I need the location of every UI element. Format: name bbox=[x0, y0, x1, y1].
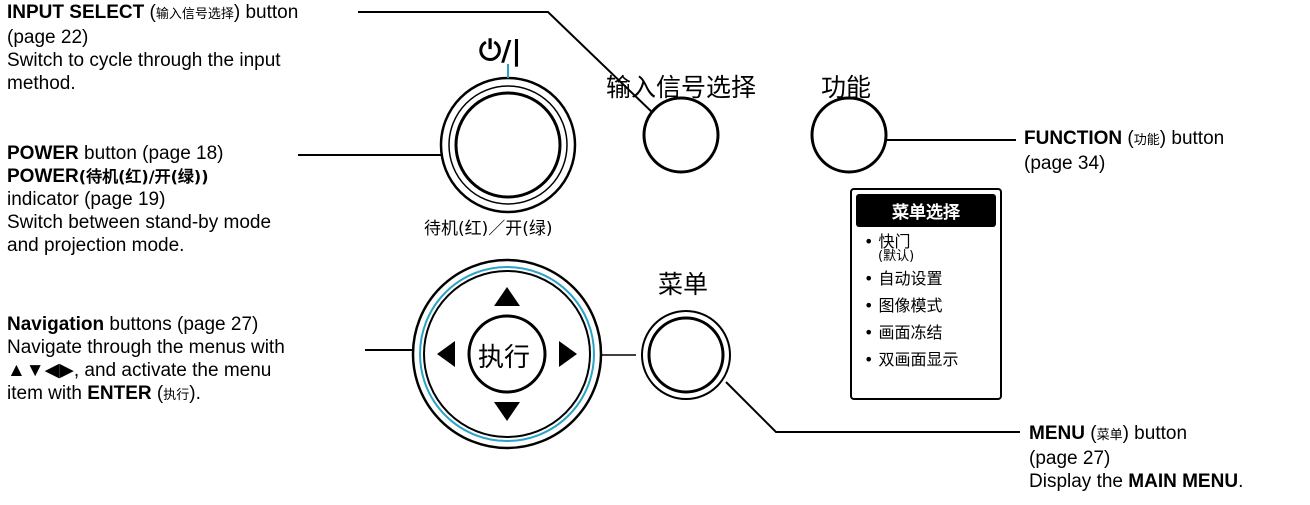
callout-input-select: INPUT SELECT (输入信号选择) button (page 22) S… bbox=[7, 2, 299, 94]
input-select-label: 输入信号选择 bbox=[606, 73, 757, 102]
function-title: FUNCTION bbox=[1024, 128, 1123, 149]
enter-button[interactable] bbox=[467, 314, 547, 394]
menu-suffix: ) button bbox=[1122, 423, 1188, 444]
menu-desc-bold: MAIN MENU bbox=[1128, 471, 1239, 492]
input-select-page: (page 22) bbox=[7, 27, 89, 48]
function-cjk: 功能 bbox=[1133, 133, 1160, 148]
navigation-desc-3-prefix: item with bbox=[7, 383, 88, 404]
power-title: POWER bbox=[7, 143, 79, 164]
power-title-suffix: button (page 18) bbox=[78, 143, 224, 164]
menu-desc-suffix: . bbox=[1238, 471, 1244, 492]
menu-cjk: 菜单 bbox=[1096, 428, 1123, 443]
leader-input-select bbox=[358, 11, 656, 116]
menu-item-freeze: 画面冻结 bbox=[852, 322, 1000, 344]
menu-item-default-note: (默认) bbox=[878, 249, 915, 264]
navigation-arrows: ▲▼◀▶ bbox=[7, 360, 74, 381]
menu-item-shutter: 快门 bbox=[852, 231, 1000, 253]
function-page: (page 34) bbox=[1024, 153, 1106, 174]
power-indicator-page: indicator (page 19) bbox=[7, 189, 166, 210]
navigation-desc-1: Navigate through the menus with bbox=[7, 337, 285, 358]
menu-page: (page 27) bbox=[1029, 448, 1111, 469]
callout-navigation: Navigation buttons (page 27) Navigate th… bbox=[7, 314, 285, 404]
navigation-desc-3-suffix: ). bbox=[189, 383, 201, 404]
callout-menu: MENU (菜单) button (page 27) Display the M… bbox=[1029, 423, 1244, 492]
menu-label: 菜单 bbox=[658, 270, 709, 299]
input-select-cjk: 输入信号选择 bbox=[155, 7, 234, 22]
power-desc-1: Switch between stand-by mode bbox=[7, 212, 272, 233]
menu-item-pip: 双画面显示 bbox=[852, 349, 1000, 371]
nav-down-button[interactable] bbox=[494, 402, 520, 421]
power-symbol-label: ⏻/| bbox=[479, 34, 522, 67]
nav-left-button[interactable] bbox=[437, 341, 455, 367]
power-indicator-label: 待机(红)／开(绿) bbox=[424, 219, 553, 239]
nav-right-button[interactable] bbox=[559, 341, 577, 367]
input-select-suffix: ) button bbox=[233, 2, 299, 23]
input-select-desc-2: method. bbox=[7, 73, 76, 94]
callout-power: POWER button (page 18) POWER(待机(红)/开(绿))… bbox=[7, 142, 271, 257]
nav-dial-accent-ring bbox=[419, 266, 595, 442]
navigation-enter: ENTER bbox=[87, 383, 152, 404]
nav-dial-inner-ring bbox=[423, 270, 591, 438]
navigation-title: Navigation bbox=[7, 314, 105, 335]
function-button[interactable] bbox=[810, 96, 888, 174]
menu-item-image-mode: 图像模式 bbox=[852, 295, 1000, 317]
leader-menu bbox=[725, 381, 1020, 433]
power-indicator-cjk: (待机(红)/开(绿)) bbox=[78, 167, 209, 186]
enter-label: 执行 bbox=[478, 343, 531, 373]
menu-selection-panel: 菜单选择 快门 (默认) 自动设置 图像模式 画面冻结 双画面显示 bbox=[850, 188, 1002, 400]
power-desc-2: and projection mode. bbox=[7, 235, 185, 256]
function-suffix: ) button bbox=[1159, 128, 1225, 149]
navigation-enter-cjk: 执行 bbox=[163, 388, 190, 403]
navigation-desc-2: , and activate the menu bbox=[73, 360, 272, 381]
menu-title: MENU bbox=[1029, 423, 1085, 444]
power-button[interactable] bbox=[454, 91, 562, 199]
function-label: 功能 bbox=[821, 73, 872, 102]
menu-desc-prefix: Display the bbox=[1029, 471, 1129, 492]
input-select-desc-1: Switch to cycle through the input bbox=[7, 50, 281, 71]
power-indicator-title: POWER bbox=[7, 166, 79, 187]
menu-button[interactable] bbox=[647, 316, 725, 394]
nav-up-button[interactable] bbox=[494, 287, 520, 306]
navigation-title-suffix: buttons (page 27) bbox=[104, 314, 259, 335]
menu-item-auto-setup: 自动设置 bbox=[852, 268, 1000, 290]
menu-selection-header: 菜单选择 bbox=[856, 194, 996, 227]
input-select-title: INPUT SELECT bbox=[7, 2, 145, 23]
input-select-button[interactable] bbox=[642, 96, 720, 174]
callout-function: FUNCTION (功能) button (page 34) bbox=[1024, 128, 1225, 174]
